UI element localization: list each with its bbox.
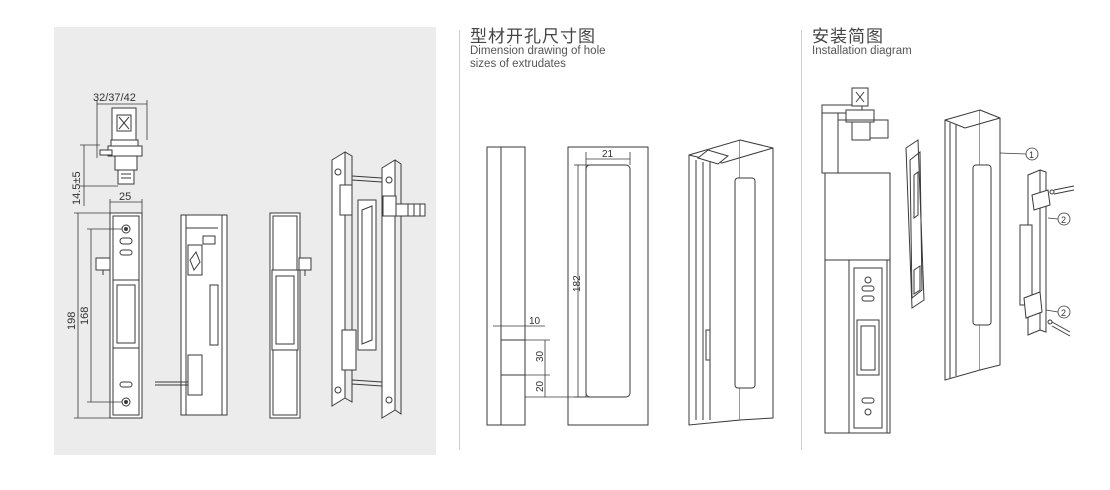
install-lock-exploded	[1019, 169, 1075, 337]
dim-body-width: 25	[119, 191, 131, 203]
dimension-lines-middle	[493, 152, 631, 398]
dim-small-offset: 20	[535, 380, 546, 392]
dim-slot-width: 21	[602, 149, 614, 160]
divider-2	[801, 30, 802, 450]
install-profile-isometric	[944, 109, 1001, 381]
hole-drawing-title-cn: 型材开孔尺寸图	[470, 27, 596, 47]
install-title-cn: 安装简图	[812, 27, 884, 47]
install-handle-isometric	[905, 139, 925, 309]
install-title-en: Installation diagram	[812, 45, 912, 57]
front-view-plate	[269, 212, 312, 419]
isometric-lock	[331, 151, 426, 419]
callout-1-label: 1	[1029, 150, 1034, 160]
hole-drawing-title-en-2: sizes of extrudates	[470, 58, 566, 70]
profile-side-view	[486, 146, 526, 426]
side-view-lock	[155, 214, 228, 416]
dim-small-height: 30	[535, 350, 546, 362]
profile-isometric	[688, 139, 774, 426]
dim-key-width: 32/37/42	[93, 92, 136, 104]
divider-1	[459, 30, 460, 450]
dimension-lines-left	[74, 100, 148, 419]
hole-drawing-title-en-1: Dimension drawing of hole	[470, 45, 606, 57]
callout-2b-label: 2	[1061, 308, 1066, 318]
dim-total-length: 198	[66, 312, 78, 330]
dim-hole-spacing: 168	[79, 307, 91, 325]
profile-front-view	[567, 146, 649, 426]
install-frame-section	[821, 87, 891, 434]
callout-2a-label: 2	[1061, 215, 1066, 225]
dim-small-width: 10	[529, 316, 541, 327]
callout-leaders	[999, 147, 1071, 319]
dim-key-height: 14.5±5	[71, 171, 83, 205]
dim-slot-length: 182	[572, 275, 583, 292]
front-view-lock	[95, 107, 143, 419]
